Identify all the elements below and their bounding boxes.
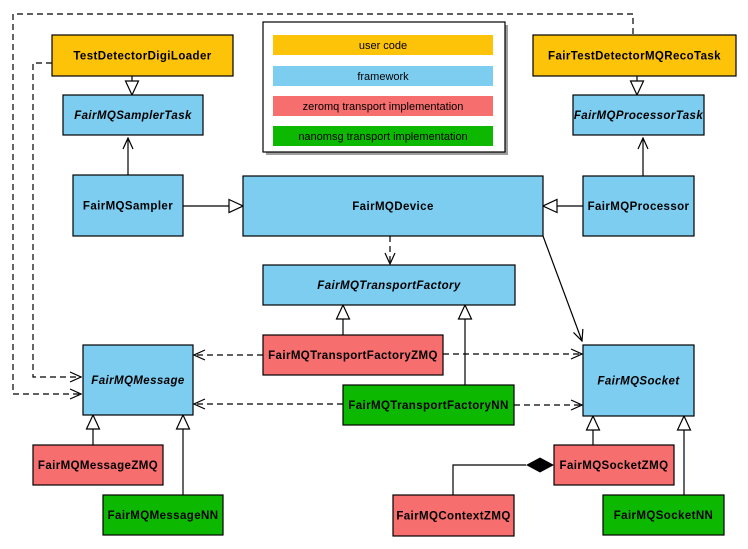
node-fairmqprocessor: FairMQProcessor bbox=[582, 175, 695, 237]
nodes: TestDetectorDigiLoader FairTestDetectorM… bbox=[32, 34, 737, 537]
node-fairmqmessage: FairMQMessage bbox=[82, 344, 194, 416]
node-fairtestdetectormqrecotask: FairTestDetectorMQRecoTask bbox=[532, 34, 737, 77]
legend-swatch-framework bbox=[273, 66, 493, 86]
edge-device-socket-association bbox=[542, 235, 582, 341]
edge-contextzmq-socketzmq-composition bbox=[452, 464, 526, 495]
node-fairmqsocketnn-box bbox=[602, 494, 725, 536]
node-fairmqmessagezmq-box bbox=[32, 444, 164, 486]
node-fairmqmessage-box bbox=[82, 344, 194, 416]
node-fairmqtransportfactory: FairMQTransportFactory bbox=[262, 264, 516, 306]
node-fairmqsocketzmq-box bbox=[553, 444, 675, 486]
node-fairmqprocessortask: FairMQProcessorTask bbox=[572, 94, 705, 136]
node-fairmqsampler-box bbox=[72, 174, 184, 237]
node-fairmqtransportfactoryzmq-label: FairMQTransportFactoryZMQ bbox=[268, 350, 438, 362]
node-fairmqprocessor-box bbox=[582, 175, 695, 237]
node-fairmqtransportfactoryzmq: FairMQTransportFactoryZMQ bbox=[262, 334, 444, 376]
node-fairmqdevice-label: FairMQDevice bbox=[352, 201, 434, 213]
node-testdetectordigiloader-label: TestDetectorDigiLoader bbox=[73, 51, 211, 63]
edges bbox=[12, 13, 684, 495]
legend-item-framework: framework bbox=[273, 66, 493, 86]
node-fairmqsampler-label: FairMQSampler bbox=[83, 201, 173, 213]
node-fairmqprocessor-label: FairMQProcessor bbox=[588, 201, 690, 213]
node-fairmqtransportfactorynn: FairMQTransportFactoryNN bbox=[342, 384, 515, 426]
node-fairmqsamplertask-label: FairMQSamplerTask bbox=[74, 110, 192, 122]
node-fairmqprocessortask-label: FairMQProcessorTask bbox=[574, 110, 703, 122]
node-fairmqsocket: FairMQSocket bbox=[582, 344, 695, 417]
node-fairmqcontextzmq-box bbox=[392, 494, 515, 537]
node-fairmqsocketzmq-label: FairMQSocketZMQ bbox=[560, 460, 669, 472]
node-testdetectordigiloader-box bbox=[51, 34, 234, 77]
node-fairmqtransportfactoryzmq-box bbox=[262, 334, 444, 376]
legend-item-user-code: user code bbox=[273, 35, 493, 55]
node-fairmqmessagenn: FairMQMessageNN bbox=[102, 494, 224, 536]
edge-digiloader-message-dependency bbox=[32, 62, 81, 377]
node-fairmqmessagenn-label: FairMQMessageNN bbox=[108, 510, 219, 522]
node-fairmqcontextzmq-label: FairMQContextZMQ bbox=[396, 511, 510, 523]
legend-swatch-user-code bbox=[273, 35, 493, 55]
node-fairmqcontextzmq: FairMQContextZMQ bbox=[392, 494, 515, 537]
legend-label-nanomsg: nanomsg transport implementation bbox=[298, 131, 467, 143]
node-fairmqsocketnn: FairMQSocketNN bbox=[602, 494, 725, 536]
node-fairmqsocket-label: FairMQSocket bbox=[597, 376, 680, 388]
composition-diamond-icon bbox=[526, 457, 554, 473]
node-fairmqprocessortask-box bbox=[572, 94, 705, 136]
node-fairmqmessage-label: FairMQMessage bbox=[91, 375, 185, 387]
node-fairmqsamplertask: FairMQSamplerTask bbox=[62, 94, 204, 136]
edge-recotask-message-dependency bbox=[12, 13, 634, 394]
legend-item-zeromq: zeromq transport implementation bbox=[273, 96, 493, 116]
node-fairmqmessagezmq: FairMQMessageZMQ bbox=[32, 444, 164, 486]
node-fairmqsocketnn-label: FairMQSocketNN bbox=[614, 510, 714, 522]
legend-swatch-zeromq bbox=[273, 96, 493, 116]
node-fairmqmessagezmq-label: FairMQMessageZMQ bbox=[38, 460, 158, 472]
node-fairmqtransportfactory-label: FairMQTransportFactory bbox=[317, 280, 461, 292]
node-fairmqtransportfactorynn-label: FairMQTransportFactoryNN bbox=[348, 400, 508, 412]
node-fairmqmessagenn-box bbox=[102, 494, 224, 536]
node-fairmqdevice-box bbox=[242, 175, 544, 237]
legend-label-user-code: user code bbox=[359, 40, 407, 52]
node-fairmqsampler: FairMQSampler bbox=[72, 174, 184, 237]
legend-item-nanomsg: nanomsg transport implementation bbox=[273, 126, 493, 146]
node-fairtestdetectormqrecotask-box bbox=[532, 34, 737, 77]
node-fairmqtransportfactory-box bbox=[262, 264, 516, 306]
node-fairmqsocketzmq: FairMQSocketZMQ bbox=[553, 444, 675, 486]
node-testdetectordigiloader: TestDetectorDigiLoader bbox=[51, 34, 234, 77]
node-fairmqdevice: FairMQDevice bbox=[242, 175, 544, 237]
legend-label-zeromq: zeromq transport implementation bbox=[303, 101, 464, 113]
node-fairmqsocket-box bbox=[582, 344, 695, 417]
node-fairtestdetectormqrecotask-label: FairTestDetectorMQRecoTask bbox=[548, 51, 721, 63]
legend-label-framework: framework bbox=[357, 71, 409, 83]
node-fairmqsamplertask-box bbox=[62, 94, 204, 136]
node-fairmqtransportfactorynn-box bbox=[342, 384, 515, 426]
legend: user code framework zeromq transport imp… bbox=[262, 21, 508, 155]
legend-swatch-nanomsg bbox=[273, 126, 493, 146]
